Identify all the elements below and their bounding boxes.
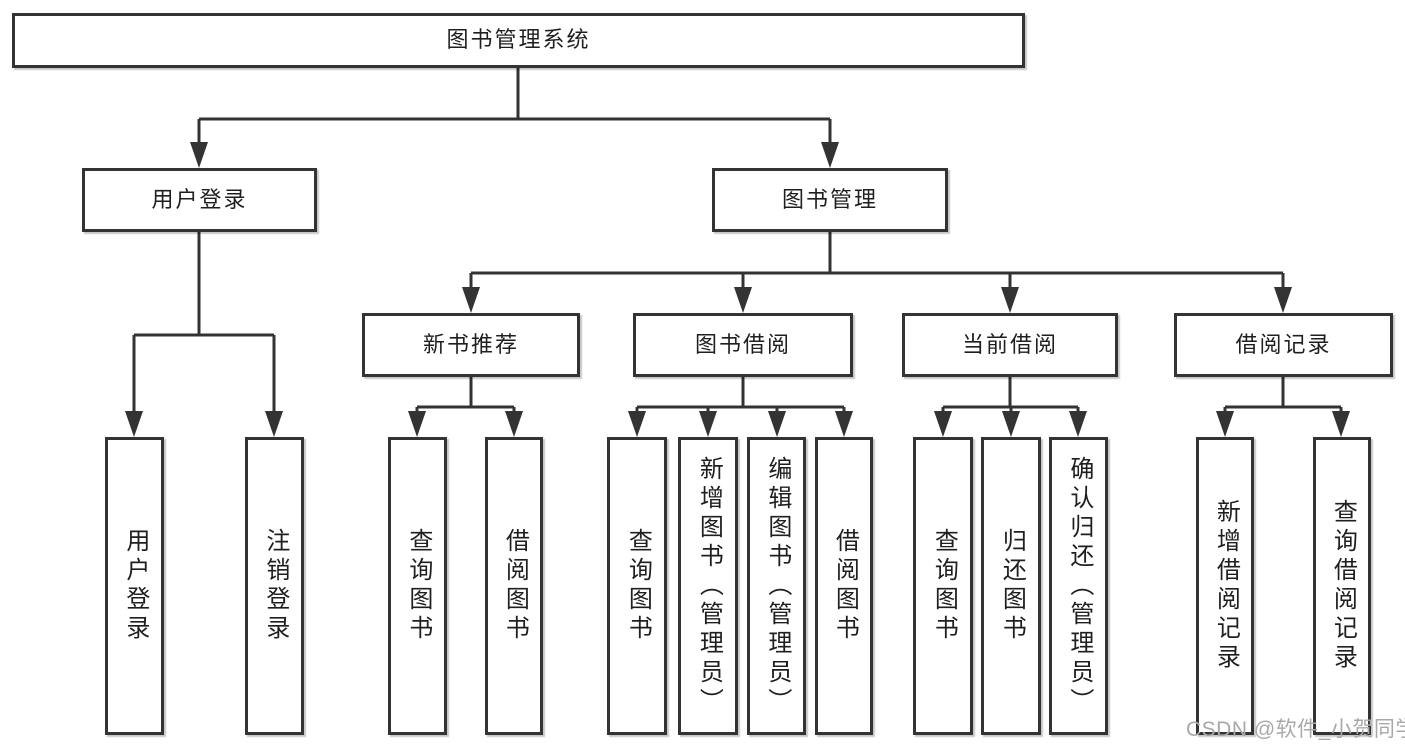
leaf-current-return-books: 归还图书: [981, 437, 1041, 735]
leaf-current-query-books: 查询图书: [913, 437, 973, 735]
leaf-newbook-borrow-books: 借阅图书: [485, 437, 543, 735]
node-current-borrowing: 当前借阅: [902, 313, 1118, 377]
node-book-borrowing: 图书借阅: [633, 313, 853, 377]
arrowheads: [125, 142, 1350, 437]
leaf-borrowing-add-books-admin: 新增图书（管理员）: [678, 437, 738, 735]
node-new-book-recommend: 新书推荐: [362, 313, 580, 377]
node-library-system: 图书管理系统: [12, 13, 1025, 68]
leaf-borrowing-query-books: 查询图书: [607, 437, 667, 735]
node-user-login: 用户登录: [82, 168, 317, 232]
leaf-logout: 注销登录: [245, 437, 304, 735]
leaf-borrowing-edit-books-admin: 编辑图书（管理员）: [747, 437, 806, 735]
leaf-borrowing-borrow-books: 借阅图书: [815, 437, 873, 735]
node-book-management: 图书管理: [712, 168, 948, 232]
csdn-watermark: CSDN @软件_小贺同学: [1186, 718, 1405, 741]
leaf-records-add-record: 新增借阅记录: [1196, 437, 1254, 735]
leaf-records-query-record: 查询借阅记录: [1313, 437, 1371, 735]
leaf-user-login: 用户登录: [105, 437, 164, 735]
connector-segments: [132, 68, 1343, 415]
leaf-newbook-query-books: 查询图书: [388, 437, 447, 735]
leaf-current-confirm-return-admin: 确认归还（管理员）: [1049, 437, 1108, 735]
node-borrowing-records: 借阅记录: [1174, 313, 1393, 377]
